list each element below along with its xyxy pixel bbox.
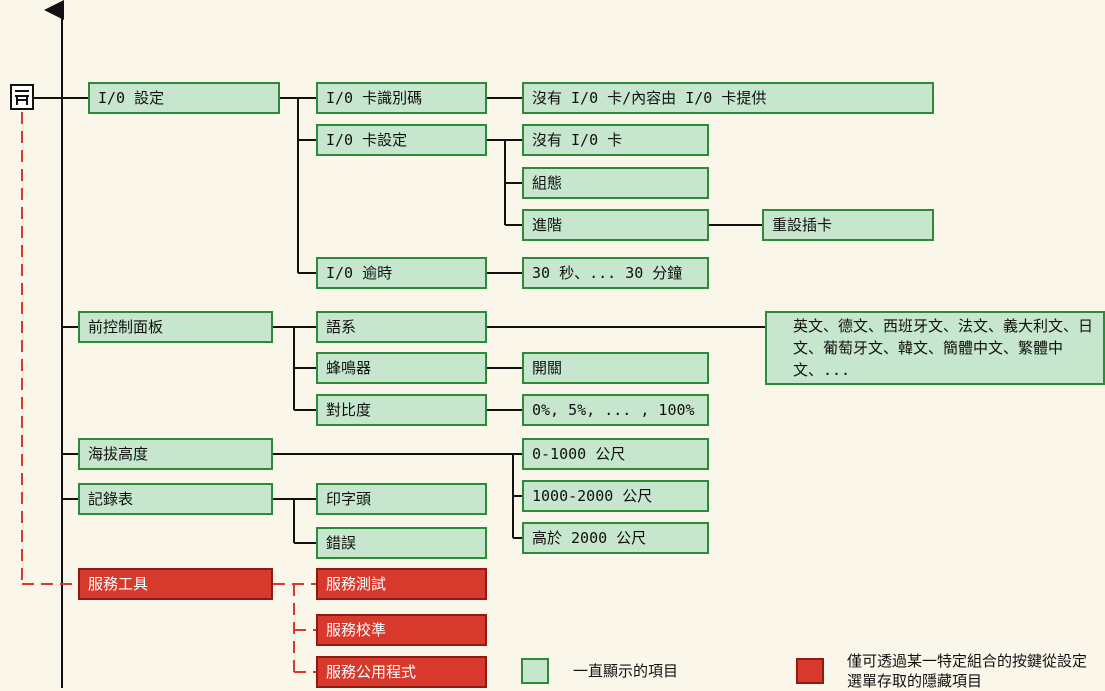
advanced-node: 進階 [522,209,709,241]
language-values-node: 英文、德文、西班牙文、法文、義大利文、日文、葡萄牙文、韓文、簡體中文、繁體中文、… [765,311,1105,385]
io-timeout-value-node: 30 秒、... 30 分鐘 [522,257,709,289]
legend-always-shown-swatch [521,658,549,684]
legend-hidden-swatch [796,658,824,684]
altitude-high-node: 高於 2000 公尺 [522,522,709,554]
service-tools-node: 服務工具 [78,568,273,600]
no-io-card-node: 沒有 I/0 卡 [522,124,709,156]
service-test-node: 服務測試 [316,568,487,600]
printhead-log-node: 印字頭 [316,483,487,515]
error-log-node: 錯誤 [316,527,487,559]
language-node: 語系 [316,311,487,343]
front-panel-node: 前控制面板 [78,311,273,343]
service-utilities-node: 服務公用程式 [316,656,487,688]
legend-hidden-label: 僅可透過某一特定組合的按鍵從設定選單存取的隱藏項目 [847,652,1088,690]
legend-always-shown-label: 一直顯示的項目 [573,662,679,680]
altitude-low-node: 0-1000 公尺 [522,438,709,470]
io-card-settings-node: I/0 卡設定 [316,124,487,156]
logs-node: 記錄表 [78,483,273,515]
menu-icon [10,84,34,110]
io-timeout-node: I/0 逾時 [316,257,487,289]
buzzer-value-node: 開關 [522,352,709,384]
contrast-node: 對比度 [316,394,487,426]
contrast-value-node: 0%, 5%, ... , 100% [522,394,709,426]
reset-card-node: 重設插卡 [762,209,934,241]
altitude-node: 海拔高度 [78,438,273,470]
altitude-mid-node: 1000-2000 公尺 [522,480,709,512]
io-card-id-node: I/0 卡識別碼 [316,82,487,114]
io-settings-node: I/0 設定 [88,82,280,114]
config-node: 組態 [522,167,709,199]
service-calibration-node: 服務校準 [316,614,487,646]
buzzer-node: 蜂鳴器 [316,352,487,384]
io-card-id-value-node: 沒有 I/0 卡/內容由 I/0 卡提供 [522,82,934,114]
